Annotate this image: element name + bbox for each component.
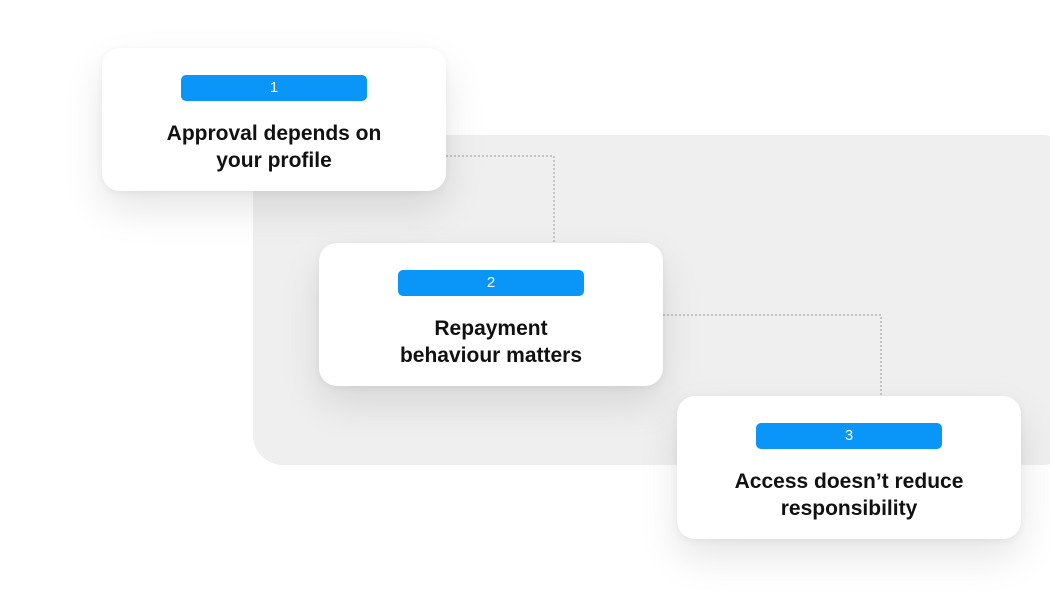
step-card-1: 1 Approval depends on your profile <box>102 48 446 191</box>
step-card-3: 3 Access doesn’t reduce responsibility <box>677 396 1021 539</box>
step-title: Access doesn’t reduce responsibility <box>697 468 1001 522</box>
step-number-badge: 3 <box>756 423 942 449</box>
step-title-line: responsibility <box>780 497 918 520</box>
step-title-line: Access doesn’t reduce <box>734 470 964 493</box>
step-title-line: behaviour matters <box>399 344 583 367</box>
step-number-badge: 2 <box>398 270 584 296</box>
step-title-line: Repayment <box>434 317 548 340</box>
step-card-2: 2 Repayment behaviour matters <box>319 243 663 386</box>
step-number-badge: 1 <box>181 75 367 101</box>
step-title: Repayment behaviour matters <box>339 315 643 369</box>
step-title-line: Approval depends on <box>166 122 382 145</box>
step-title-line: your profile <box>216 149 332 172</box>
step-title: Approval depends on your profile <box>122 120 426 174</box>
